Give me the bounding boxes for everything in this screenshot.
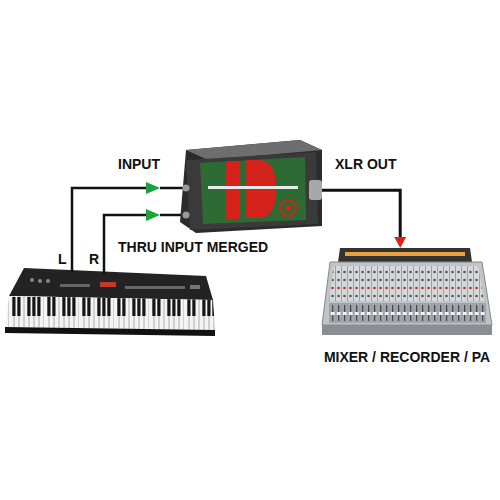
di-logo (226, 161, 240, 219)
text-slot: MIXER / RECORDER / PA (324, 348, 490, 366)
direct-box (180, 140, 322, 233)
audio-cables (72, 182, 184, 274)
buttons (60, 284, 90, 287)
button (190, 285, 200, 289)
display (100, 282, 116, 287)
jack-label: INPUT (118, 156, 160, 173)
thru-jack (183, 212, 190, 219)
channel-strips (329, 266, 484, 301)
di-badge (280, 200, 296, 216)
input-arrow (146, 209, 160, 221)
keyboard (5, 268, 215, 336)
mixer: MIXER / RECORDER / PA (322, 248, 492, 338)
knob (46, 279, 50, 283)
arrowhead (394, 237, 406, 248)
di-stripe (208, 186, 298, 189)
xlr-cable (322, 190, 400, 237)
fader-bank (329, 303, 486, 323)
keyboard-panel (9, 268, 213, 300)
input-jack (183, 185, 190, 192)
text-slot: L (58, 250, 67, 268)
meters (345, 252, 465, 256)
console-body (322, 262, 492, 325)
text-slot: INPUT (118, 155, 160, 173)
right-cable (160, 214, 184, 217)
left-cable (160, 187, 184, 190)
di-front (186, 152, 318, 230)
di-badge (285, 205, 291, 211)
buttons (125, 286, 185, 289)
keyboard-front (5, 327, 215, 336)
output-label: XLR OUT (335, 156, 396, 173)
keyboard-keys (5, 296, 215, 330)
text-slot: XLR OUT (335, 155, 396, 173)
text-slot: THRU INPUT MERGED (118, 238, 268, 256)
left-cable (72, 188, 146, 272)
di-panel (200, 157, 306, 224)
xlr-plug (309, 180, 322, 200)
channel-label: R (89, 251, 99, 268)
meter-bridge (338, 248, 472, 262)
direct-box: INPUTTHRU INPUT MERGEDXLR OUT (180, 138, 322, 233)
signal-connector (322, 190, 406, 248)
text-slot: R (89, 250, 99, 268)
knob (30, 278, 34, 282)
device-caption: MIXER / RECORDER / PA (324, 349, 490, 366)
mixer-console (322, 248, 492, 335)
input-arrow (146, 182, 160, 194)
channel-label: L (58, 251, 67, 268)
knob (38, 279, 42, 283)
di-housing (180, 140, 322, 233)
console-front (322, 325, 492, 335)
jack-label: THRU INPUT MERGED (118, 239, 268, 256)
